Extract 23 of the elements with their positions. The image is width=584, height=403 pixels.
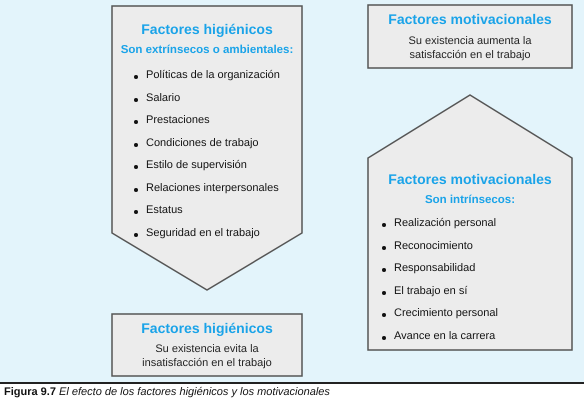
list-item: Avance en la carrera — [394, 330, 496, 342]
list-item: Crecimiento personal — [394, 307, 498, 320]
list-item: Realización personal — [394, 217, 496, 229]
list-item: Reconocimiento — [394, 240, 473, 252]
figure-caption: Figura 9.7 El efecto de los factores higiénicos y los motivacionales — [4, 386, 330, 398]
description: Su existencia aumenta la satisfacción en el trabajo — [408, 34, 532, 62]
list-item: Responsabilidad — [394, 262, 476, 274]
list-item: Relaciones interpersonales — [146, 182, 279, 194]
list-item: Políticas de la organización — [146, 69, 280, 81]
heading: Factores higiénicos — [140, 21, 274, 37]
heading: Factores higiénicos — [140, 320, 274, 336]
list-item: Salario — [146, 92, 180, 104]
heading: Factores motivacionales — [387, 171, 553, 187]
list-item: El trabajo en sí — [394, 284, 468, 297]
description: Su existencia evita la insatisfacción en el trabajo — [141, 342, 273, 370]
subheading: Son extrínsecos o ambientales: — [120, 44, 294, 56]
subheading: Son intrínsecos: — [424, 194, 516, 206]
list-item: Seguridad en el trabajo — [146, 226, 260, 238]
list-item: Estatus — [146, 204, 183, 216]
heading: Factores motivacionales — [387, 11, 553, 27]
list-item: Estilo de supervisión — [146, 159, 247, 171]
list-item: Prestaciones — [146, 114, 210, 126]
list-item: Condiciones de trabajo — [146, 136, 259, 148]
